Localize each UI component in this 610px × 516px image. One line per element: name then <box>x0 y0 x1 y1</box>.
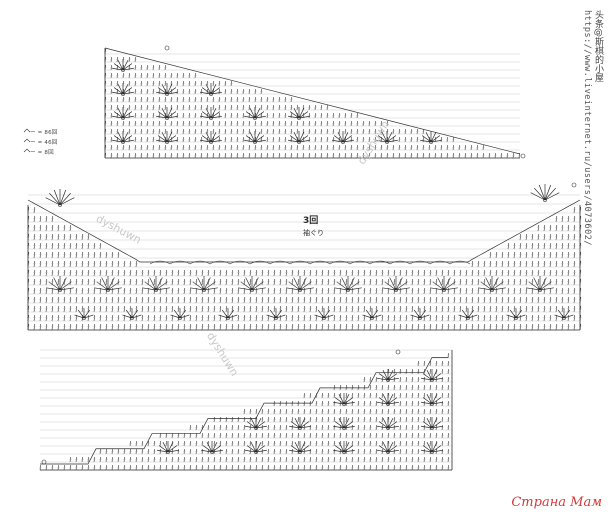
mid-chain-arc <box>149 260 171 265</box>
legend-item-3: ー = 8回 <box>30 150 54 156</box>
mid-chain-arc <box>409 260 431 265</box>
mid-pineapple-fan <box>478 276 506 292</box>
legend-item-2: ー = 46回 <box>30 140 58 146</box>
bottom-pineapple-fan <box>377 441 399 454</box>
mid-shell-fan <box>314 308 334 320</box>
bottom-pineapple-fan <box>421 369 443 382</box>
legend-item-1: ー = 86回 <box>30 130 58 136</box>
armhole-chart <box>26 182 582 331</box>
bottom-end-marker <box>41 459 47 465</box>
mid-chain-arc <box>309 260 331 265</box>
watermark-source: 头条@斯棋的小屋 <box>593 10 603 82</box>
bottom-pineapple-fan <box>333 393 355 406</box>
top-pineapple-fan <box>288 107 310 120</box>
mid-pineapple-fan <box>238 276 266 292</box>
top-pineapple-fan <box>112 107 134 120</box>
mid-pineapple-fan <box>382 276 410 292</box>
mid-chain-arc <box>169 260 191 265</box>
mid-chain-arc <box>189 260 211 265</box>
bottom-pineapple-fan <box>333 441 355 454</box>
mid-left-edge-fan <box>45 189 75 207</box>
bottom-pineapple-fan <box>289 417 311 430</box>
bottom-pineapple-fan <box>421 417 443 430</box>
mid-pineapple-fan <box>190 276 218 292</box>
mid-shell-fan <box>362 308 382 320</box>
top-pineapple-fan <box>200 131 222 144</box>
top-pineapple-fan <box>200 83 222 96</box>
mid-right-edge-fan <box>530 184 560 202</box>
bottom-pineapple-fan <box>157 441 179 454</box>
mid-shell-fan <box>218 308 238 320</box>
bottom-pineapple-fan <box>245 417 267 430</box>
bottom-pineapple-fan <box>377 369 399 382</box>
bottom-pineapple-fan <box>201 441 223 454</box>
mid-pineapple-fan <box>430 276 458 292</box>
mid-pineapple-fan <box>334 276 362 292</box>
mid-shell-fan <box>74 308 94 320</box>
mid-pineapple-fan <box>286 276 314 292</box>
top-end-marker <box>520 153 526 159</box>
top-slope-edge <box>104 47 521 155</box>
mid-pineapple-fan <box>142 276 170 292</box>
bottom-pineapple-fan <box>333 417 355 430</box>
top-pineapple-fan <box>200 107 222 120</box>
bottom-start-marker <box>395 349 401 355</box>
legend-symbols <box>23 128 31 153</box>
mid-chain-arc <box>289 260 311 265</box>
mid-chain-arc <box>369 260 391 265</box>
mid-shell-fan <box>458 308 478 320</box>
chart-subtitle: 袖ぐり <box>303 229 324 237</box>
brand-logo: Страна Мам <box>511 495 602 510</box>
top-pineapple-fan <box>156 107 178 120</box>
mid-chain-arc <box>209 260 231 265</box>
top-pineapple-fan <box>288 131 310 144</box>
top-sleeve-chart <box>103 45 526 159</box>
top-pineapple-fan <box>156 131 178 144</box>
mid-shell-fan <box>410 308 430 320</box>
bottom-pineapple-fan <box>245 441 267 454</box>
top-pineapple-fan <box>244 107 266 120</box>
top-pineapple-fan <box>112 59 134 72</box>
mid-shell-fan <box>170 308 190 320</box>
mid-end-marker <box>571 182 577 188</box>
bottom-pineapple-fan <box>421 441 443 454</box>
top-pineapple-fan <box>376 131 398 144</box>
top-pineapple-fan <box>332 131 354 144</box>
mid-shell-fan <box>506 308 526 320</box>
mid-chain-arc <box>329 260 351 265</box>
bottom-pineapple-fan <box>377 393 399 406</box>
top-start-marker <box>164 45 170 51</box>
bottom-sleeve-chart <box>38 349 453 471</box>
top-pineapple-fan <box>112 131 134 144</box>
top-pineapple-fan <box>244 131 266 144</box>
mid-chain-arc <box>229 260 251 265</box>
top-pineapple-fan <box>112 83 134 96</box>
mid-pineapple-fan <box>526 276 554 292</box>
bottom-pineapple-fan <box>377 417 399 430</box>
mid-chain-arc <box>269 260 291 265</box>
chart-title: 3回 <box>303 216 319 226</box>
watermark-url: https://www.liveinternet.ru/users/407360… <box>582 10 592 246</box>
mid-chain-arc <box>429 260 451 265</box>
top-pineapple-fan <box>156 83 178 96</box>
bottom-pineapple-fan <box>289 441 311 454</box>
mid-chain-arc <box>449 260 471 265</box>
bottom-pineapple-fan <box>421 393 443 406</box>
mid-pineapple-fan <box>94 276 122 292</box>
armhole-curve <box>27 199 581 263</box>
mid-chain-arc <box>249 260 271 265</box>
mid-pineapple-fan <box>46 276 74 292</box>
bottom-stepped-edge <box>40 357 448 465</box>
mid-shell-fan <box>554 308 574 320</box>
mid-shell-fan <box>266 308 286 320</box>
mid-shell-fan <box>122 308 142 320</box>
mid-chain-arc <box>389 260 411 265</box>
top-pineapple-fan <box>420 131 442 144</box>
mid-chain-arc <box>349 260 371 265</box>
